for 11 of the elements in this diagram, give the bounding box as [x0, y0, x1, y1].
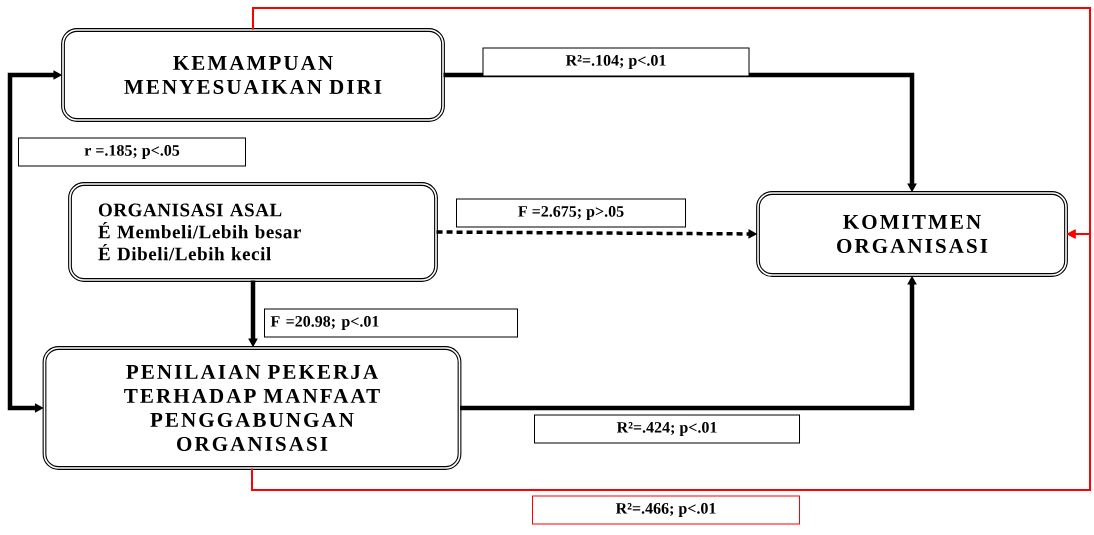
edge-label: R²=.104; p<.01 — [482, 47, 750, 77]
edge-label: R²=.466; p<.01 — [532, 495, 800, 525]
rounded-box: PENILAIAN PEKERJA TERHADAP MANFAAT PENGGABUNGAN ORGANISASI — [42, 346, 462, 470]
edge-label: F =20.98; p<.01 — [264, 308, 518, 338]
rounded-box: KEMAMPUAN MENYESUAIKAN DIRI — [61, 28, 445, 122]
arrow — [251, 229, 1091, 491]
edge-label: r =.185; p<.05 — [18, 137, 246, 167]
rounded-box: ORGANISASI ASAL É Membeli/Lebih besar É Dibeli/Lebih kecil — [68, 182, 438, 282]
edge-label: R²=.424; p<.01 — [534, 414, 800, 444]
edge-label: F =2.675; p>.05 — [456, 198, 686, 228]
rounded-box: KOMITMEN ORGANISASI — [756, 191, 1068, 277]
